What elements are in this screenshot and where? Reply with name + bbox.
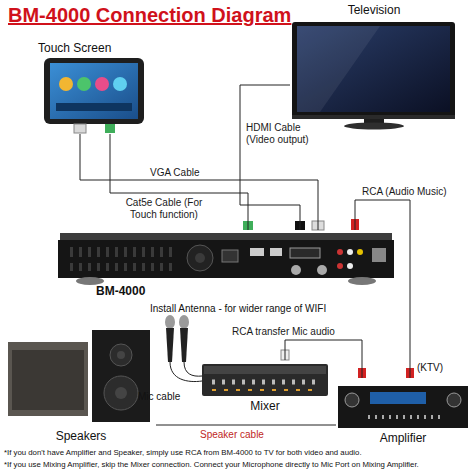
amplifier-body [338, 386, 468, 428]
cable-line [240, 85, 300, 230]
woofer [104, 376, 138, 410]
rca-plug [281, 350, 289, 360]
rca-jack [347, 263, 353, 269]
rca-jack [357, 249, 363, 255]
tv-glare [297, 26, 380, 112]
amplifier-knob [447, 393, 461, 407]
cable-label: Speaker cable [200, 429, 290, 441]
amplifier-knob [345, 393, 359, 407]
tablet-frame [44, 58, 144, 124]
app-icon [95, 77, 109, 91]
cat5e-plug [105, 124, 115, 133]
vga-plug [74, 124, 86, 133]
woofer-cap [115, 387, 127, 399]
mixer-body [202, 364, 328, 396]
television-node: Television [290, 4, 458, 130]
cable-label: HDMI Cable (Video output) [246, 122, 318, 145]
cable-label: RCA (Audio Music) [362, 186, 462, 198]
device-top [60, 233, 392, 240]
device-label: Television [290, 4, 458, 18]
tv-base [344, 123, 404, 130]
rca-jack [337, 249, 343, 255]
rca-plug [406, 368, 414, 378]
cable-label: VGA Cable [150, 167, 220, 179]
player-node: BM-4000 [56, 230, 396, 300]
vent [70, 263, 172, 271]
device-label: Touch Screen [38, 42, 150, 56]
vga-plug [312, 221, 324, 230]
footnote: *If you don't have Amplifier and Speaker… [4, 449, 474, 458]
amplifier-buttons [368, 415, 440, 419]
mixer-knobs [212, 380, 318, 385]
tweeter-cap [117, 351, 125, 359]
cable-line [110, 134, 248, 230]
power-socket [222, 250, 238, 262]
vga-port [290, 248, 320, 258]
port [270, 248, 282, 256]
tv-chin [292, 115, 455, 119]
rca-jack [347, 249, 353, 255]
speaker-grille [12, 350, 84, 410]
cable-line [156, 425, 336, 426]
amplifier-display [370, 392, 426, 404]
app-icon [77, 77, 91, 91]
tablet-screen [50, 63, 138, 119]
device-foot [76, 277, 104, 285]
device-label: Speakers [36, 430, 126, 444]
mixer-faders [212, 389, 318, 391]
speaker-cabinet [8, 342, 88, 416]
mixer-node: Mixer [200, 360, 330, 416]
rca-jack [337, 263, 343, 269]
mic-handle [180, 328, 188, 362]
device-label: BM-4000 [96, 285, 196, 299]
speaker-cabinet [92, 330, 150, 422]
mic-head [165, 315, 175, 329]
device-label: Mixer [200, 400, 330, 414]
cable-line [80, 134, 318, 230]
fan-hub [195, 253, 205, 263]
cable-line [355, 200, 410, 378]
tv-screen [297, 26, 450, 112]
tweeter [110, 344, 132, 366]
app-bar [56, 103, 132, 111]
cat5e-plug [243, 221, 253, 230]
antenna-port [291, 265, 301, 275]
speakers-node: Speakers [6, 326, 156, 446]
rca-plug [358, 368, 366, 378]
mic-wire [170, 362, 202, 382]
hdmi-plug [295, 221, 305, 230]
note-text: (KTV) [417, 362, 457, 374]
cable-label: Mic cable [138, 391, 198, 403]
mic-wire [184, 362, 202, 376]
port [250, 248, 264, 256]
cable-label: RCA transfer Mic audio [232, 326, 352, 338]
antenna-port [317, 265, 327, 275]
port [372, 248, 386, 262]
device-body [58, 240, 394, 278]
mic-handle [166, 328, 174, 362]
mixer-panel [204, 366, 326, 374]
note-text: Install Antenna - for wider range of WIF… [150, 303, 380, 315]
fan [187, 245, 213, 271]
tv-bezel [292, 22, 455, 119]
amplifier-node: Amplifier [336, 378, 470, 448]
cable-label: Cat5e Cable (For Touch function) [112, 197, 216, 220]
app-icon [59, 77, 73, 91]
device-foot [348, 277, 376, 285]
diagram-title: BM-4000 Connection Diagram [8, 4, 328, 27]
vent [70, 247, 172, 257]
touch-screen-node: Touch Screen [38, 42, 150, 134]
mic-head [179, 315, 189, 329]
app-icon [113, 77, 127, 91]
device-label: Amplifier [336, 432, 470, 446]
cable-line [285, 340, 362, 378]
footnote: *If you use Mixing Amplifier, skip the M… [4, 461, 474, 470]
rca-plug [351, 219, 359, 230]
